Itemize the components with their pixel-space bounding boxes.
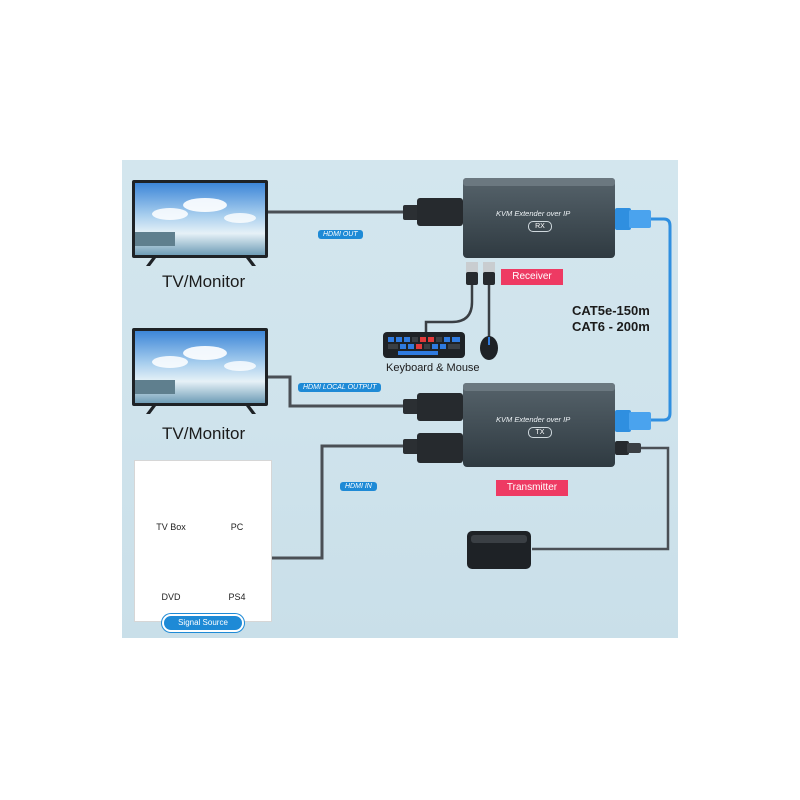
receiver-badge: RX [528,221,552,232]
hdmi-plug-tx-local [403,393,463,421]
hdmi-plug-rx [403,198,463,226]
transmitter-unit [463,383,615,467]
hdmi-in-cable [270,444,405,560]
rj45-plug-rx [615,208,651,230]
mouse-icon [480,336,498,360]
power-cable [532,446,670,551]
receiver-unit [463,178,615,258]
transmitter-badge: TX [528,427,552,438]
keyboard-mouse-label: Keyboard & Mouse [386,362,480,374]
usb-plug-mouse [483,262,495,285]
dc-power-plug [615,441,641,455]
transmitter-label: Transmitter [496,480,568,496]
hdmi-plug-tx-in [403,433,463,463]
hdmi-out-label: HDMI OUT [318,230,363,239]
signal-source-panel [134,460,272,622]
monitor-label-bottom: TV/Monitor [162,424,246,443]
hdmi-in-label: HDMI IN [340,482,377,491]
receiver-title: KVM Extender over IP [496,209,571,218]
rj45-plug-tx [615,410,651,432]
keyboard-icon [383,332,465,358]
pc-label: PC [230,522,244,532]
transmitter-title: KVM Extender over IP [496,415,571,424]
cat5e-distance-label: CAT5e-150m [572,303,650,318]
tv-monitor-bottom [132,328,268,414]
cat6-distance-label: CAT6 - 200m [572,319,650,334]
ethernet-cable [650,217,672,422]
keyboard-cable [424,284,474,332]
receiver-label: Receiver [501,269,563,285]
dvd-label: DVD [161,592,181,602]
tv-monitor-top [132,180,268,266]
monitor-label-top: TV/Monitor [162,272,246,291]
tv-box-label: TV Box [156,522,186,532]
power-adapter-icon [467,531,531,569]
ps4-label: PS4 [228,592,246,602]
hdmi-local-output-cable [268,375,405,408]
hdmi-local-output-label: HDMI LOCAL OUTPUT [298,383,382,392]
signal-source-title: Signal Source [162,614,244,632]
usb-plug-keyboard [466,262,478,285]
